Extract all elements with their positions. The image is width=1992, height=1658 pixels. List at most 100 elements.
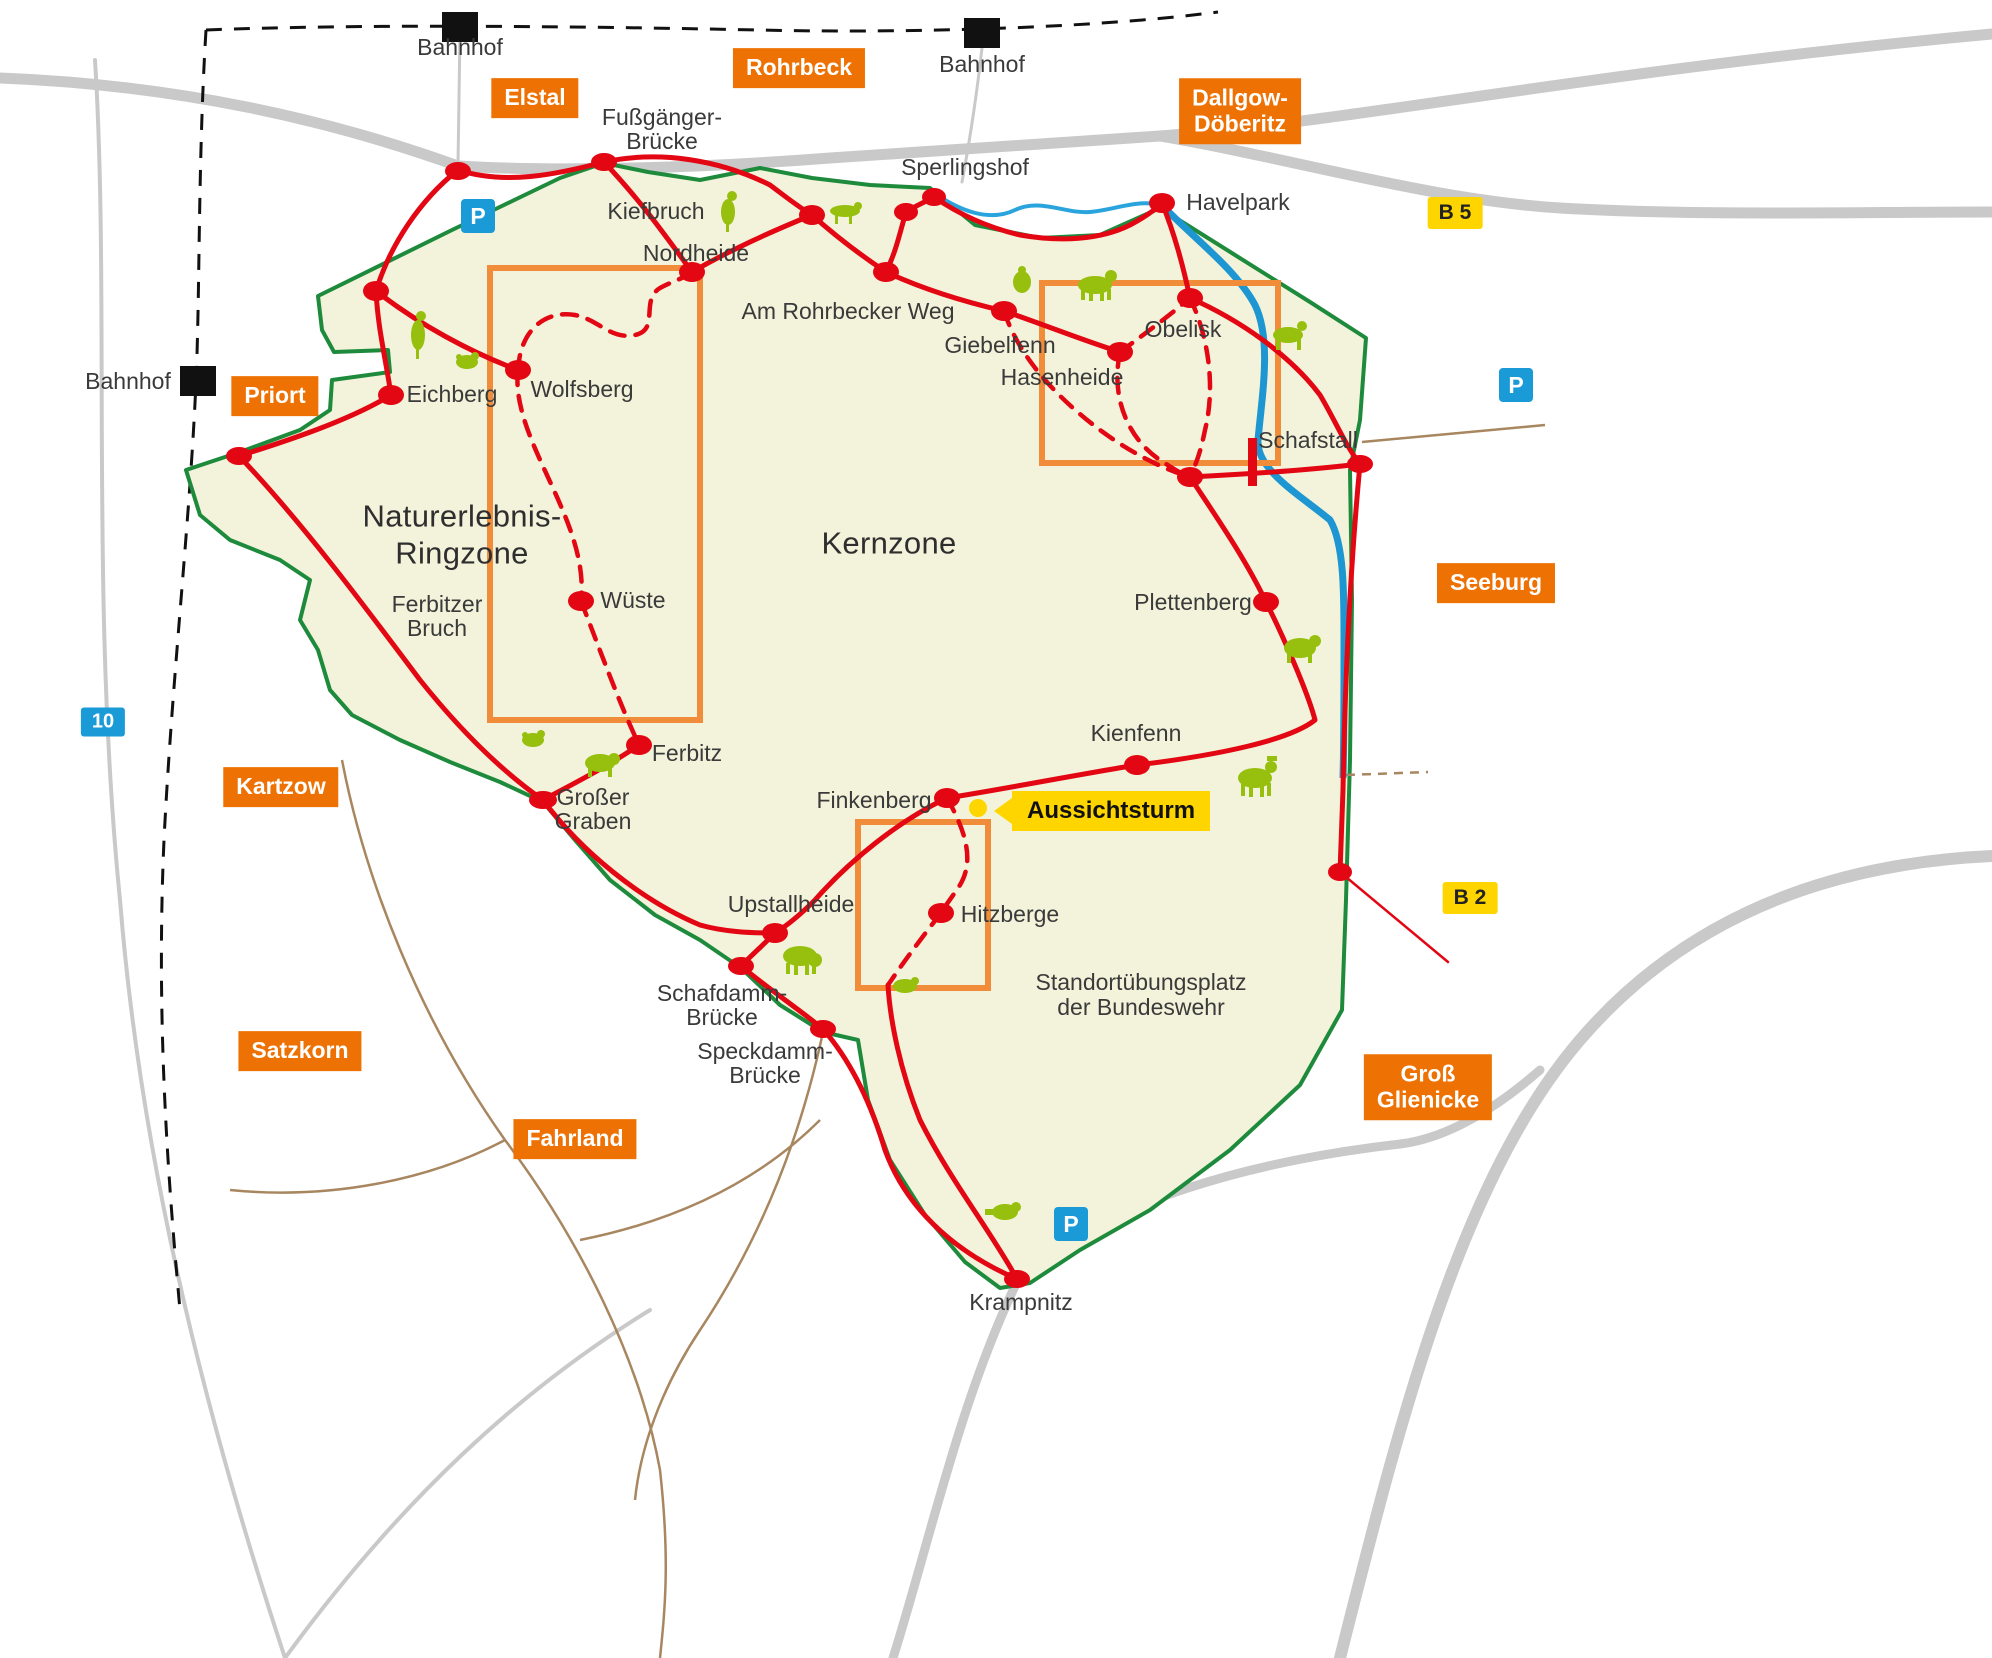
- zone-label-uebungsplatz-line1: Standortübungsplatz: [1035, 968, 1247, 995]
- place-label-grosser-graben-line1: Großer: [556, 783, 630, 810]
- parking-badge-east: P: [1499, 368, 1533, 402]
- path-east: [1361, 423, 1546, 444]
- fussgaenger-bruecke-label-line2: Brücke: [626, 127, 698, 154]
- road-west-thin: [93, 58, 287, 1658]
- route-junction-plettenberg: [1187, 474, 1269, 605]
- town-box-dallgow-line1: Dallgow-: [1192, 84, 1288, 111]
- place-label-havelpark: Havelpark: [1186, 188, 1290, 215]
- road-badge-b2: B 2: [1442, 882, 1498, 914]
- stop-dot: [505, 360, 531, 380]
- road-badge-a10: 10: [80, 707, 126, 737]
- route-top-1: [455, 159, 607, 180]
- road-b5: [1154, 130, 1992, 219]
- place-label-ferbitzer-bruch-line2: Bruch: [406, 614, 468, 641]
- stop-dot: [762, 923, 788, 943]
- inset-rectangles: [487, 265, 1281, 991]
- route-kienfenn-finkenberg: [944, 762, 1140, 801]
- zone-label-ringzone-line1: Naturerlebnis-: [362, 498, 562, 534]
- tower-callout: Aussichtsturm: [994, 791, 1211, 831]
- stop-dot: [810, 1020, 836, 1038]
- station-square-dallgow: [964, 18, 1000, 48]
- waterways: [928, 188, 1348, 779]
- route-west-wolfsberg: [373, 288, 521, 373]
- place-label-kienfenn: Kienfenn: [1090, 719, 1182, 746]
- inset-rect-south: [855, 819, 991, 991]
- stop-dot: [873, 262, 899, 282]
- stop-dot: [363, 281, 389, 301]
- schafdamm-bruecke-label-line2: Brücke: [686, 1003, 758, 1030]
- tower-callout-arrow-icon: [994, 798, 1012, 824]
- schafdamm-bruecke-label-line1: Schafdamm-: [656, 979, 788, 1006]
- place-label-plettenberg: Plettenberg: [1134, 588, 1252, 615]
- route-wolfsberg-wueste: [515, 367, 584, 604]
- schafstall-marker: [1248, 438, 1257, 486]
- railway-west: [159, 29, 208, 1311]
- town-box-fahrland: Fahrland: [513, 1119, 637, 1159]
- stop-dot: [728, 957, 754, 975]
- parking-badge-northwest: P: [461, 199, 495, 233]
- stop-dot: [934, 788, 960, 808]
- route-east-side: [1337, 461, 1363, 875]
- path-southwest-3: [579, 1119, 821, 1242]
- speckdamm-bruecke-label-line1: Speckdamm-: [697, 1037, 833, 1064]
- route-wolfsberg-nordheide: [515, 269, 695, 373]
- zone-label-kernzone: Kernzone: [821, 525, 957, 561]
- town-box-gross-glienicke-line1: Groß: [1400, 1060, 1456, 1087]
- stop-dot: [1253, 592, 1279, 612]
- town-box-seeburg: Seeburg: [1436, 563, 1556, 603]
- frog-icon: [456, 352, 479, 369]
- town-box-rohrbeck: Rohrbeck: [732, 48, 866, 88]
- town-box-kartzow: Kartzow: [223, 767, 339, 807]
- hoopoe-icon: [721, 191, 737, 232]
- path-east-dashed: [1345, 770, 1429, 777]
- route-finkenberg-upstall: [772, 795, 950, 936]
- place-label-upstallheide: Upstallheide: [727, 890, 855, 917]
- route-obelisk-east: [1187, 295, 1363, 467]
- town-box-satzkorn: Satzkorn: [238, 1031, 362, 1071]
- parking-badge-krampnitz: P: [1054, 1207, 1088, 1241]
- animal-icons: [411, 191, 1321, 1220]
- town-box-elstal: Elstal: [491, 78, 579, 118]
- place-label-grosser-graben-line2: Graben: [554, 807, 632, 834]
- place-label-finkenberg: Finkenberg: [816, 786, 932, 813]
- speckdamm-bruecke-label-line2: Brücke: [729, 1061, 801, 1088]
- route-b2-link: [1338, 870, 1450, 964]
- route-stops: [226, 153, 1373, 1288]
- path-southwest-2: [229, 1138, 506, 1194]
- zone-label-uebungsplatz-line2: der Bundeswehr: [1057, 993, 1225, 1020]
- stop-dot: [1347, 455, 1373, 473]
- fussgaenger-bruecke-label-line1: Fußgänger-: [601, 103, 723, 130]
- route-nordheide-east: [689, 212, 815, 275]
- bison-icon: [783, 946, 822, 975]
- station-square-priort: [180, 366, 216, 396]
- place-label-ferbitz: Ferbitz: [651, 739, 723, 766]
- stop-dot: [799, 205, 825, 225]
- stop-dot: [1177, 467, 1203, 487]
- stop-dot: [1328, 863, 1352, 881]
- stop-dot: [1124, 755, 1150, 775]
- boar-icon: [585, 753, 620, 777]
- town-box-dallgow-line2: Döberitz: [1194, 110, 1286, 136]
- rodent-icon: [893, 977, 919, 993]
- moose-icon: [1238, 756, 1277, 797]
- road-b2: [1334, 850, 1992, 1658]
- route-wueste-ferbitz: [578, 598, 642, 748]
- town-box-dallgow: Dallgow- Döberitz: [1179, 78, 1301, 144]
- road-badge-b5: B 5: [1427, 197, 1483, 229]
- route-south-lobe-west: [820, 1026, 1020, 1282]
- zone-label-ringzone-line2: Ringzone: [395, 535, 529, 571]
- stop-dot: [894, 203, 918, 221]
- place-label-ferbitzer-bruch-line1: Ferbitzer: [391, 590, 483, 617]
- place-label-obelisk: Obelisk: [1144, 315, 1222, 342]
- stop-dot: [568, 591, 594, 611]
- place-label-am-rohrbecker-weg: Am Rohrbecker Weg: [741, 297, 955, 324]
- bahnhof-label-elstal: Bahnhof: [417, 33, 503, 60]
- tower-callout-label: Aussichtsturm: [1012, 791, 1211, 831]
- railway: [159, 10, 1219, 1311]
- beaver-icon: [985, 1202, 1021, 1220]
- route-west: [236, 167, 461, 459]
- stop-dot: [1149, 193, 1175, 213]
- stop-dot: [529, 791, 557, 809]
- route-nordheide-north: [601, 159, 695, 275]
- sheep-icon: [1284, 635, 1321, 663]
